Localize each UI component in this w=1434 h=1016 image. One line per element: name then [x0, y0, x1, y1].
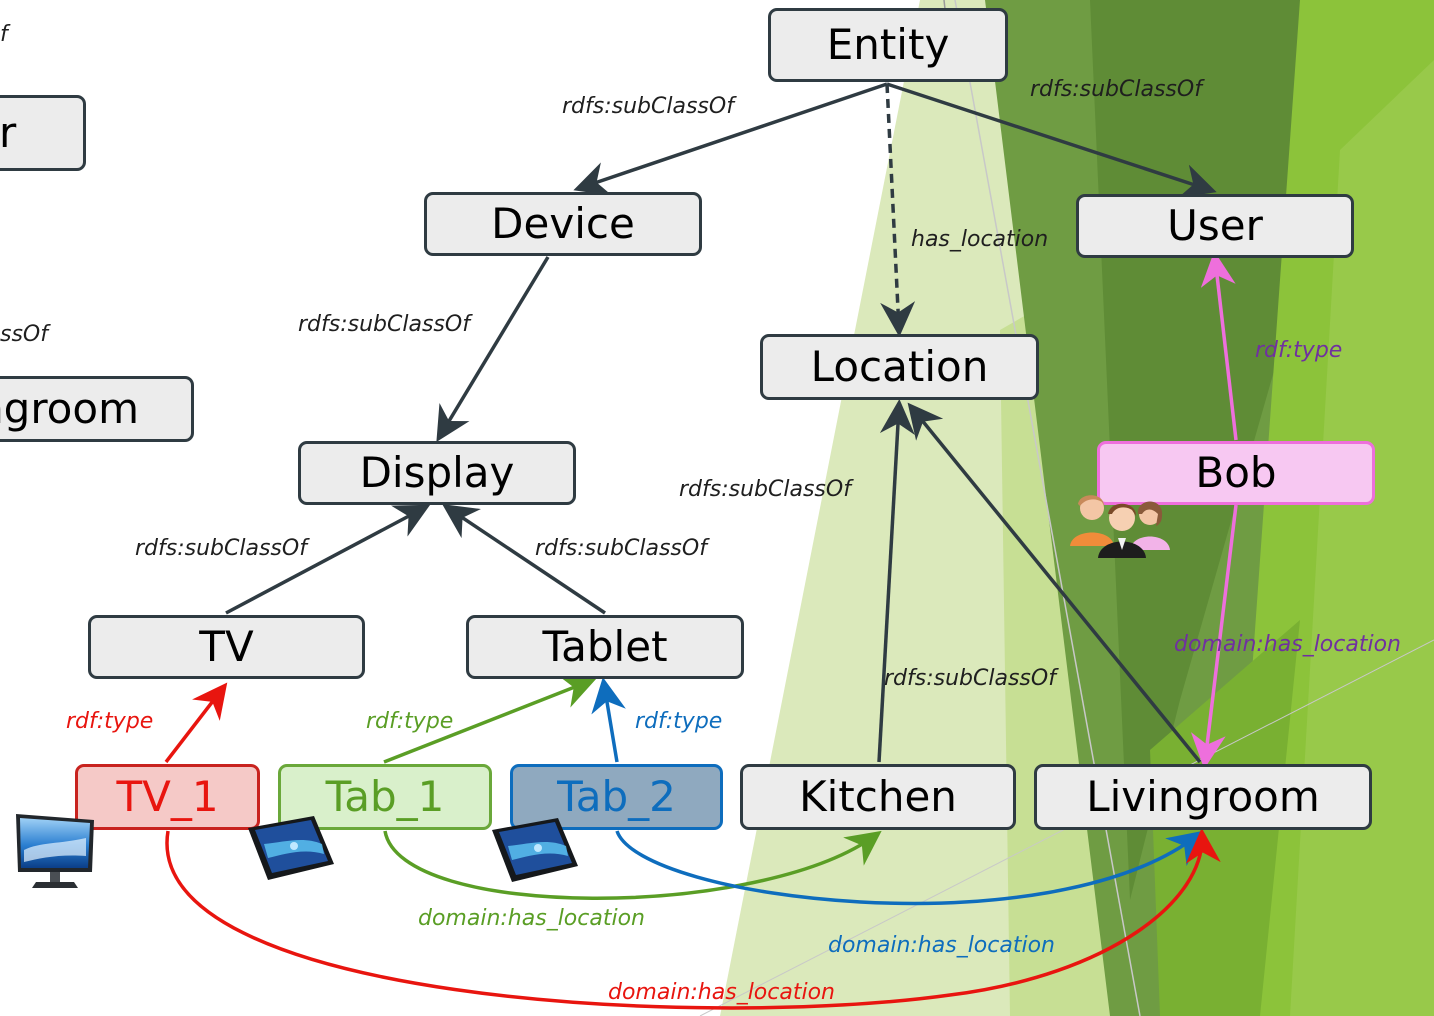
- label-tablet-display: rdfs:subClassOf: [535, 536, 707, 561]
- label-tv1-livingroom: domain:has_location: [608, 980, 835, 1005]
- tablet-icon: [492, 818, 578, 882]
- edge-bob-livingroom: [1190, 504, 1238, 769]
- label-tab2-livingroom: domain:has_location: [828, 933, 1055, 958]
- label-tab2-tablet: rdf:type: [635, 709, 723, 734]
- node-tv-1: TV_1: [75, 764, 260, 830]
- edge-tab2-tablet: [591, 677, 626, 763]
- label-bob-user: rdf:type: [1255, 338, 1343, 363]
- label-kitchen-location: rdfs:subClassOf: [679, 477, 851, 502]
- label-tab1-kitchen: domain:has_location: [418, 906, 645, 931]
- label-partial-left-mid: ssOf: [0, 322, 48, 347]
- edge-tab1-kitchen: [383, 830, 882, 900]
- label-entity-location: has_location: [911, 227, 1049, 252]
- edge-tv-display: [225, 504, 431, 615]
- edge-entity-location: [880, 83, 916, 337]
- node-entity: Entity: [768, 8, 1008, 82]
- label-tv1-tv: rdf:type: [66, 709, 154, 734]
- node-tablet: Tablet: [466, 615, 744, 679]
- edge-tv1-tv: [164, 682, 228, 764]
- label-tab1-tablet: rdf:type: [366, 709, 454, 734]
- label-device-display: rdfs:subClassOf: [298, 312, 470, 337]
- node-bob: Bob: [1097, 441, 1375, 505]
- edge-tab1-tablet: [383, 674, 597, 764]
- node-tab-2: Tab_2: [510, 764, 723, 830]
- node-display: Display: [298, 441, 576, 505]
- label-entity-device: rdfs:subClassOf: [562, 94, 734, 119]
- monitor-icon: [16, 814, 94, 888]
- edge-bob-user: [1200, 251, 1238, 441]
- edge-tablet-display: [442, 504, 606, 615]
- edge-device-display: [436, 256, 550, 442]
- edge-entity-device: [573, 82, 888, 196]
- label-livingroom-location: rdfs:subClassOf: [884, 666, 1056, 691]
- label-partial-left-top: f: [0, 22, 8, 47]
- node-partial-left-1-label: r: [0, 108, 17, 157]
- edge-entity-user: [886, 82, 1217, 198]
- node-partial-left-2-label: ngroom: [0, 384, 139, 433]
- node-location: Location: [760, 334, 1039, 400]
- users-icon: [1070, 495, 1170, 558]
- node-partial-left-1: r: [0, 95, 86, 171]
- node-partial-left-2: ngroom: [0, 376, 194, 442]
- label-tv-display: rdfs:subClassOf: [135, 536, 307, 561]
- edge-tv1-livingroom: [165, 828, 1221, 1010]
- edge-kitchen-location: [877, 399, 915, 763]
- node-tv: TV: [88, 615, 365, 679]
- node-user: User: [1076, 194, 1354, 258]
- label-entity-user: rdfs:subClassOf: [1030, 77, 1202, 102]
- label-bob-livingroom: domain:has_location: [1174, 632, 1401, 657]
- edge-livingroom-location: [907, 402, 1202, 764]
- node-livingroom: Livingroom: [1034, 764, 1372, 830]
- node-device: Device: [424, 192, 702, 256]
- node-kitchen: Kitchen: [740, 764, 1016, 830]
- edge-tab2-livingroom: [615, 830, 1204, 906]
- bg-thin-line-1: [954, 0, 1141, 1016]
- tablet-icon: [248, 816, 334, 880]
